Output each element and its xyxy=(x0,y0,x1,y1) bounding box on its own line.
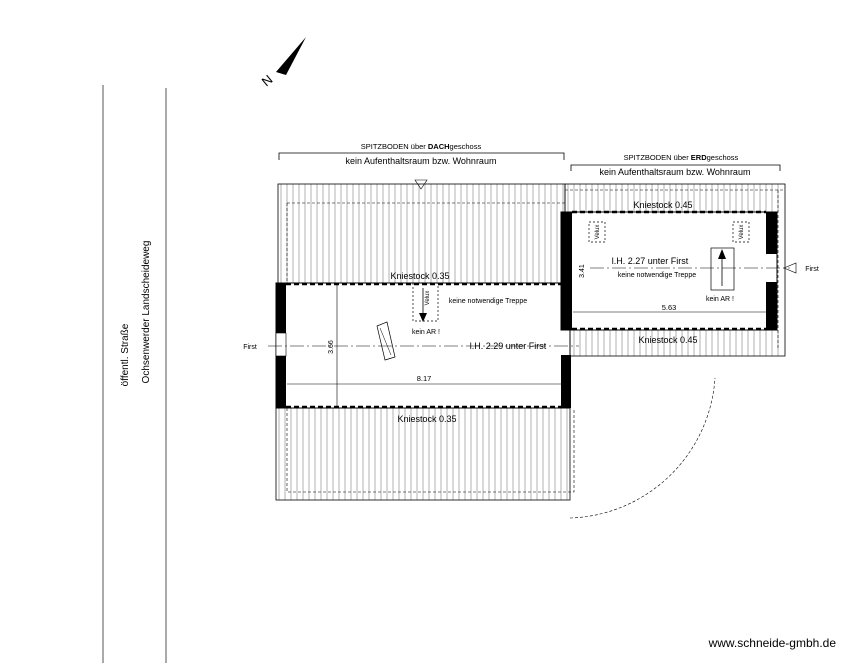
left-ar-label: kein AR ! xyxy=(412,329,440,336)
left-gable-window xyxy=(275,332,287,357)
north-label: N xyxy=(259,72,276,90)
arrow-down-icon xyxy=(419,288,427,322)
right-velux-window-right xyxy=(732,221,750,243)
left-wall-east xyxy=(561,355,571,408)
left-title-bracket xyxy=(278,152,565,160)
right-velux-label-left: Velux xyxy=(595,225,601,240)
right-section-subtitle: kein Aufenthaltsraum bzw. Wohnraum xyxy=(600,167,751,177)
left-depth-label: 3.66 xyxy=(328,340,335,354)
roof-tiles-left-top xyxy=(280,184,564,283)
left-first-label: First xyxy=(243,344,257,351)
eaves-dashed-right xyxy=(565,189,785,350)
right-height-label: l.H. 2.27 unter First xyxy=(612,256,689,266)
right-wall-east-bottom xyxy=(766,282,777,330)
left-velux-window xyxy=(412,282,439,322)
left-section-title: SPITZBODEN über DACHgeschoss xyxy=(361,142,482,151)
right-treppe-label: keine notwendige Treppe xyxy=(618,272,696,279)
right-velux-window-left xyxy=(588,221,606,243)
left-kniestock-top: Kniestock 0.35 xyxy=(390,271,449,281)
left-kniestock-bottom: Kniestock 0.35 xyxy=(397,414,456,424)
left-velux-label: Velux xyxy=(425,291,431,306)
north-arrow-icon: N xyxy=(259,37,306,89)
right-hatch xyxy=(710,247,735,291)
right-wall-east-top xyxy=(766,212,777,254)
eaves-dashed-left xyxy=(286,202,575,493)
left-section-subtitle: kein Aufenthaltsraum bzw. Wohnraum xyxy=(346,156,497,166)
right-title-bracket xyxy=(570,164,781,171)
door-swing-arc xyxy=(569,377,716,519)
roof-outline-left-top xyxy=(277,183,566,284)
right-section-title: SPITZBODEN über ERDgeschoss xyxy=(624,153,739,162)
left-hatch-diagonal xyxy=(379,327,392,356)
roof-tiles-right-top xyxy=(567,184,779,212)
street-label-2: Ochsenwerder Landscheideweg xyxy=(141,241,152,384)
right-first-label: First xyxy=(805,266,819,273)
right-velux-label-right: Velux xyxy=(739,225,745,240)
right-first-marker-icon xyxy=(783,262,797,274)
right-width-label: 5.63 xyxy=(662,303,677,312)
street-label-1: öffentl. Straße xyxy=(120,323,131,386)
left-treppe-label: keine notwendige Treppe xyxy=(449,298,527,305)
right-kniestock-bottom: Kniestock 0.45 xyxy=(638,335,697,345)
left-height-label: l.H. 2.29 unter First xyxy=(470,341,547,351)
right-ar-label: kein AR ! xyxy=(706,296,734,303)
right-kniestock-top: Kniestock 0.45 xyxy=(633,200,692,210)
roof-tiles-left-bottom xyxy=(278,408,568,500)
footer-url: www.schneide-gmbh.de xyxy=(708,636,837,650)
left-hatch-outline xyxy=(376,321,396,361)
left-width-label: 8.17 xyxy=(417,374,432,383)
arrow-up-icon xyxy=(718,249,726,286)
right-room xyxy=(560,211,778,331)
left-top-marker-icon xyxy=(414,179,428,190)
right-wall-west xyxy=(561,212,572,330)
right-depth-label: 3.41 xyxy=(579,264,586,278)
